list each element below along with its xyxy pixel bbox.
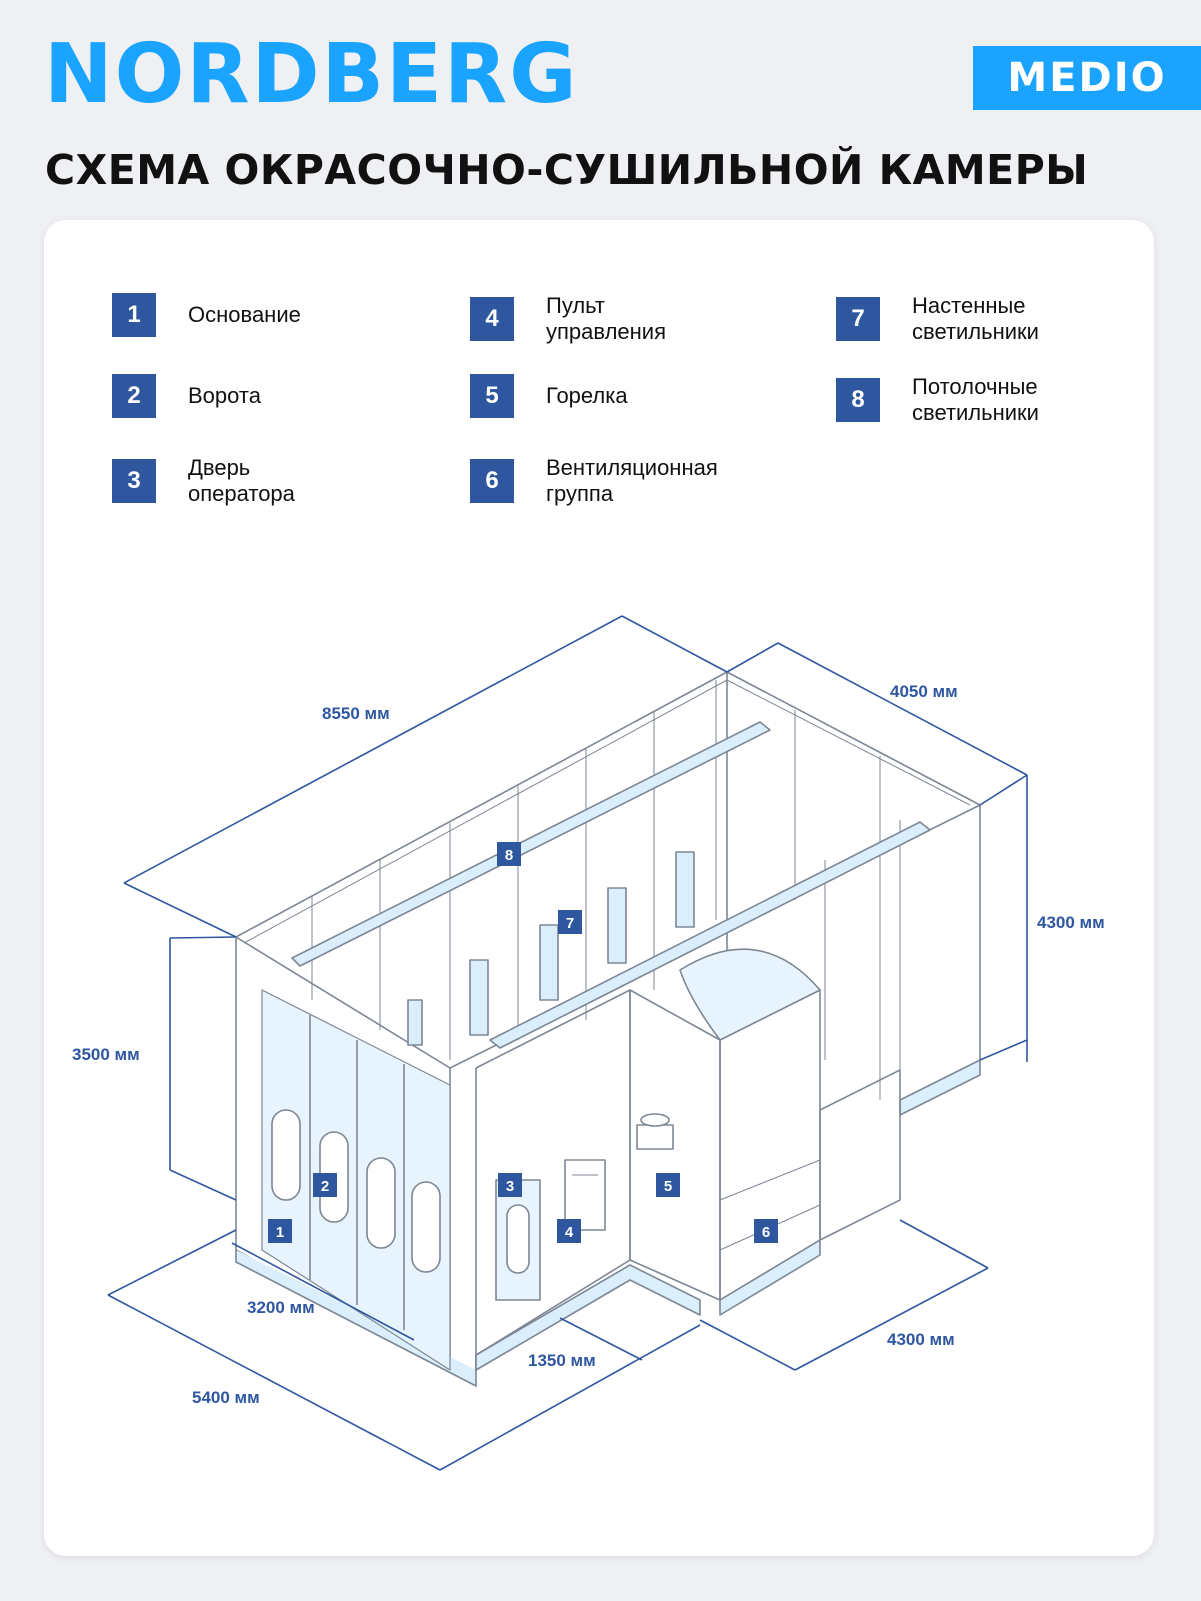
dim-line-front bbox=[107, 1294, 441, 1471]
legend-number: 3 bbox=[112, 459, 156, 503]
wall-light bbox=[407, 999, 423, 1046]
dim-step-label: 1350 мм bbox=[528, 1351, 596, 1370]
legend-item-3: 3 Дверь оператора bbox=[112, 455, 338, 507]
legend-label: Дверь оператора bbox=[188, 455, 295, 506]
burner-unit bbox=[636, 1124, 674, 1150]
ceiling-light-right bbox=[489, 821, 931, 1049]
svg-text:7: 7 bbox=[566, 915, 574, 932]
legend-number: 1 bbox=[112, 293, 156, 337]
svg-text:1: 1 bbox=[276, 1224, 284, 1241]
legend-item-8: 8 Потолочные светильники bbox=[836, 374, 1082, 426]
svg-text:6: 6 bbox=[762, 1224, 770, 1241]
dim-line-width bbox=[777, 642, 1028, 776]
legend-number: 7 bbox=[836, 297, 880, 341]
tag-2: 2 bbox=[313, 1173, 337, 1197]
tag-3: 3 bbox=[498, 1173, 522, 1197]
roof-outline bbox=[235, 671, 981, 1069]
dim-vent-label: 4300 мм bbox=[887, 1330, 955, 1349]
control-panel bbox=[564, 1159, 606, 1231]
tag-1: 1 bbox=[268, 1219, 292, 1243]
legend-label: Основание bbox=[188, 302, 301, 327]
legend-number: 8 bbox=[836, 378, 880, 422]
dim-width-label: 4050 мм bbox=[890, 682, 958, 701]
legend-label: Настенные светильники bbox=[912, 293, 1039, 344]
legend-label: Вентиляционная группа bbox=[546, 455, 718, 506]
tag-6: 6 bbox=[754, 1219, 778, 1243]
dim-gate-height-label: 3500 мм bbox=[72, 1045, 140, 1064]
legend-item-5: 5 Горелка bbox=[470, 374, 766, 418]
svg-text:3: 3 bbox=[506, 1178, 514, 1195]
wall-light bbox=[469, 959, 489, 1036]
legend-number: 2 bbox=[112, 374, 156, 418]
svg-text:5: 5 bbox=[664, 1178, 672, 1195]
svg-text:4: 4 bbox=[565, 1224, 574, 1241]
legend-number: 4 bbox=[470, 297, 514, 341]
legend-item-7: 7 Настенные светильники bbox=[836, 293, 1082, 345]
svg-text:8: 8 bbox=[505, 847, 513, 864]
legend-item-6: 6 Вентиляционная группа bbox=[470, 455, 756, 507]
legend-label: Ворота bbox=[188, 383, 261, 408]
diagram-card bbox=[44, 220, 1154, 1556]
legend-item-4: 4 Пульт управления bbox=[470, 293, 706, 345]
tag-7: 7 bbox=[558, 910, 582, 934]
svg-text:2: 2 bbox=[321, 1178, 329, 1195]
wall-light bbox=[607, 887, 627, 964]
dim-length-label: 8550 мм bbox=[322, 704, 390, 723]
legend-label: Пульт управления bbox=[546, 293, 666, 344]
wall-light bbox=[675, 851, 695, 928]
dim-gate-width-label: 3200 мм bbox=[247, 1298, 315, 1317]
legend-label: Горелка bbox=[546, 383, 628, 408]
legend-label: Потолочные светильники bbox=[912, 374, 1039, 425]
dim-height-label: 4300 мм bbox=[1037, 913, 1105, 932]
dim-line-vent bbox=[794, 1267, 989, 1371]
dim-front-label: 5400 мм bbox=[192, 1388, 260, 1407]
model-badge: MEDIO bbox=[973, 46, 1201, 110]
wall-light bbox=[539, 924, 559, 1001]
legend-number: 6 bbox=[470, 459, 514, 503]
page-title: СХЕМА ОКРАСОЧНО-СУШИЛЬНОЙ КАМЕРЫ bbox=[45, 146, 1089, 194]
legend-item-2: 2 Ворота bbox=[112, 374, 408, 418]
legend-item-1: 1 Основание bbox=[112, 293, 408, 337]
dim-line-step bbox=[559, 1317, 643, 1361]
dim-line-gate-width bbox=[231, 1242, 415, 1341]
legend-number: 5 bbox=[470, 374, 514, 418]
ceiling-light-left bbox=[291, 721, 771, 967]
vent-hood bbox=[679, 948, 821, 1041]
tag-8: 8 bbox=[497, 842, 521, 866]
brand-logo: NORDBERG bbox=[44, 27, 579, 122]
tag-4: 4 bbox=[557, 1219, 581, 1243]
tag-5: 5 bbox=[656, 1173, 680, 1197]
gate-area bbox=[261, 989, 451, 1371]
dim-line-length bbox=[123, 615, 623, 884]
